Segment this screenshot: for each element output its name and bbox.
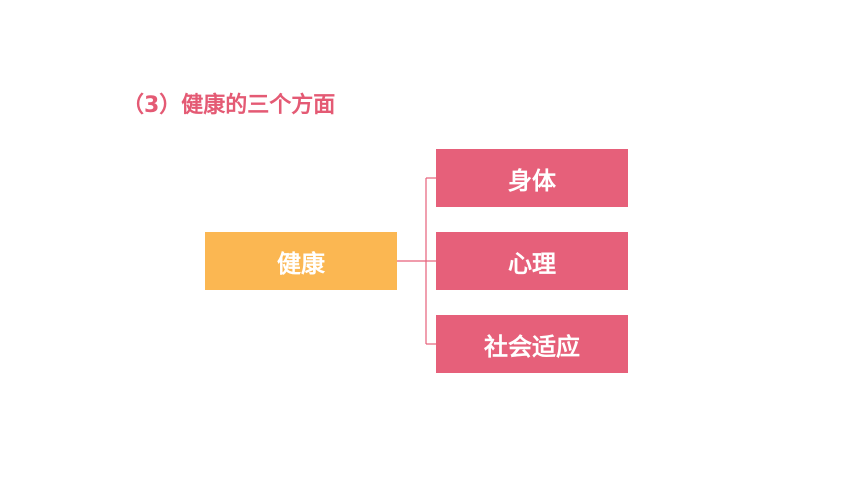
page-title: （3）健康的三个方面 (122, 93, 336, 118)
root-node-label: 健康 (277, 249, 325, 278)
child-node-social-adaptation: 社会适应 (436, 315, 628, 373)
child-node-label: 心理 (508, 249, 556, 278)
child-node-label: 身体 (508, 166, 556, 195)
child-node-body: 身体 (436, 149, 628, 207)
root-node-health: 健康 (205, 232, 397, 290)
child-node-label: 社会适应 (484, 332, 580, 361)
child-node-mind: 心理 (436, 232, 628, 290)
